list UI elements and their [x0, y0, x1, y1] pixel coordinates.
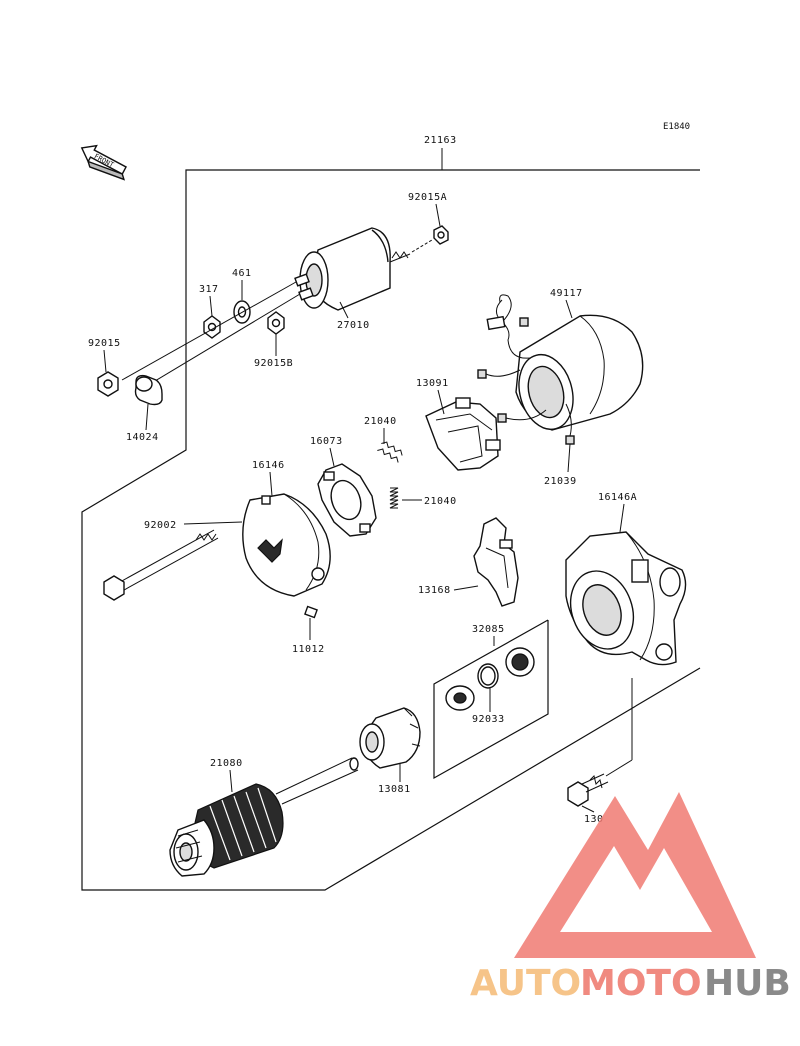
- kit-bracket-32085: [433, 619, 549, 780]
- yoke-49117: [477, 294, 644, 445]
- label-13091: 13091: [416, 378, 449, 389]
- solenoid-switch-27010: [294, 227, 411, 311]
- assembly-frame: [81, 169, 701, 891]
- ring-92033: [477, 663, 499, 689]
- diagram-code: E1840: [663, 122, 690, 132]
- label-21040-upper: 21040: [364, 416, 397, 427]
- nut-92015: [97, 371, 119, 397]
- label-11012: 11012: [292, 644, 325, 655]
- label-92002: 92002: [144, 520, 177, 531]
- bolt-130: [567, 773, 609, 807]
- front-housing-16146A: [565, 531, 687, 666]
- spring-21040-lower: [389, 487, 399, 509]
- label-21163: 21163: [424, 135, 457, 146]
- pinion-clutch-13081: [359, 707, 421, 769]
- label-21039: 21039: [544, 476, 577, 487]
- label-92033: 92033: [472, 714, 505, 725]
- cap-14024: [134, 374, 163, 406]
- nut-92015B: [267, 311, 285, 335]
- watermark-mark: [514, 792, 756, 958]
- automotohub-watermark: AUTO MOTO HUB: [470, 792, 791, 1004]
- watermark-text-moto: MOTO: [580, 963, 702, 1004]
- label-92015: 92015: [88, 338, 121, 349]
- label-130: 130: [584, 814, 604, 825]
- end-cover-16146: [242, 493, 331, 597]
- label-21080: 21080: [210, 758, 243, 769]
- label-14024: 14024: [126, 432, 159, 443]
- spring-21040-upper: [377, 441, 403, 463]
- label-32085: 32085: [472, 624, 505, 635]
- label-92015B: 92015B: [254, 358, 293, 369]
- label-16146: 16146: [252, 460, 285, 471]
- lever-13168: [473, 517, 519, 607]
- label-27010: 27010: [337, 320, 370, 331]
- label-461: 461: [232, 268, 252, 279]
- label-92015A: 92015A: [408, 192, 447, 203]
- front-direction-arrow: FRONT: [80, 144, 127, 181]
- gear-32085: [505, 647, 535, 677]
- label-16146A: 16146A: [598, 492, 637, 503]
- label-317: 317: [199, 284, 219, 295]
- brush-holder-13091: [425, 397, 501, 471]
- plate-16073: [317, 463, 377, 537]
- key-11012: [304, 605, 318, 619]
- nut-92015A: [433, 225, 449, 245]
- label-13081: 13081: [378, 784, 411, 795]
- watermark-text-hub: HUB: [704, 963, 791, 1004]
- label-49117: 49117: [550, 288, 583, 299]
- armature-21080: [169, 757, 359, 877]
- label-13168: 13168: [418, 585, 451, 596]
- nut-317: [203, 315, 221, 339]
- label-16073: 16073: [310, 436, 343, 447]
- through-bolt-92002: [103, 529, 219, 601]
- watermark-text-auto: AUTO: [470, 963, 581, 1004]
- retainer-32085: [445, 685, 475, 711]
- label-21040-lower: 21040: [424, 496, 457, 507]
